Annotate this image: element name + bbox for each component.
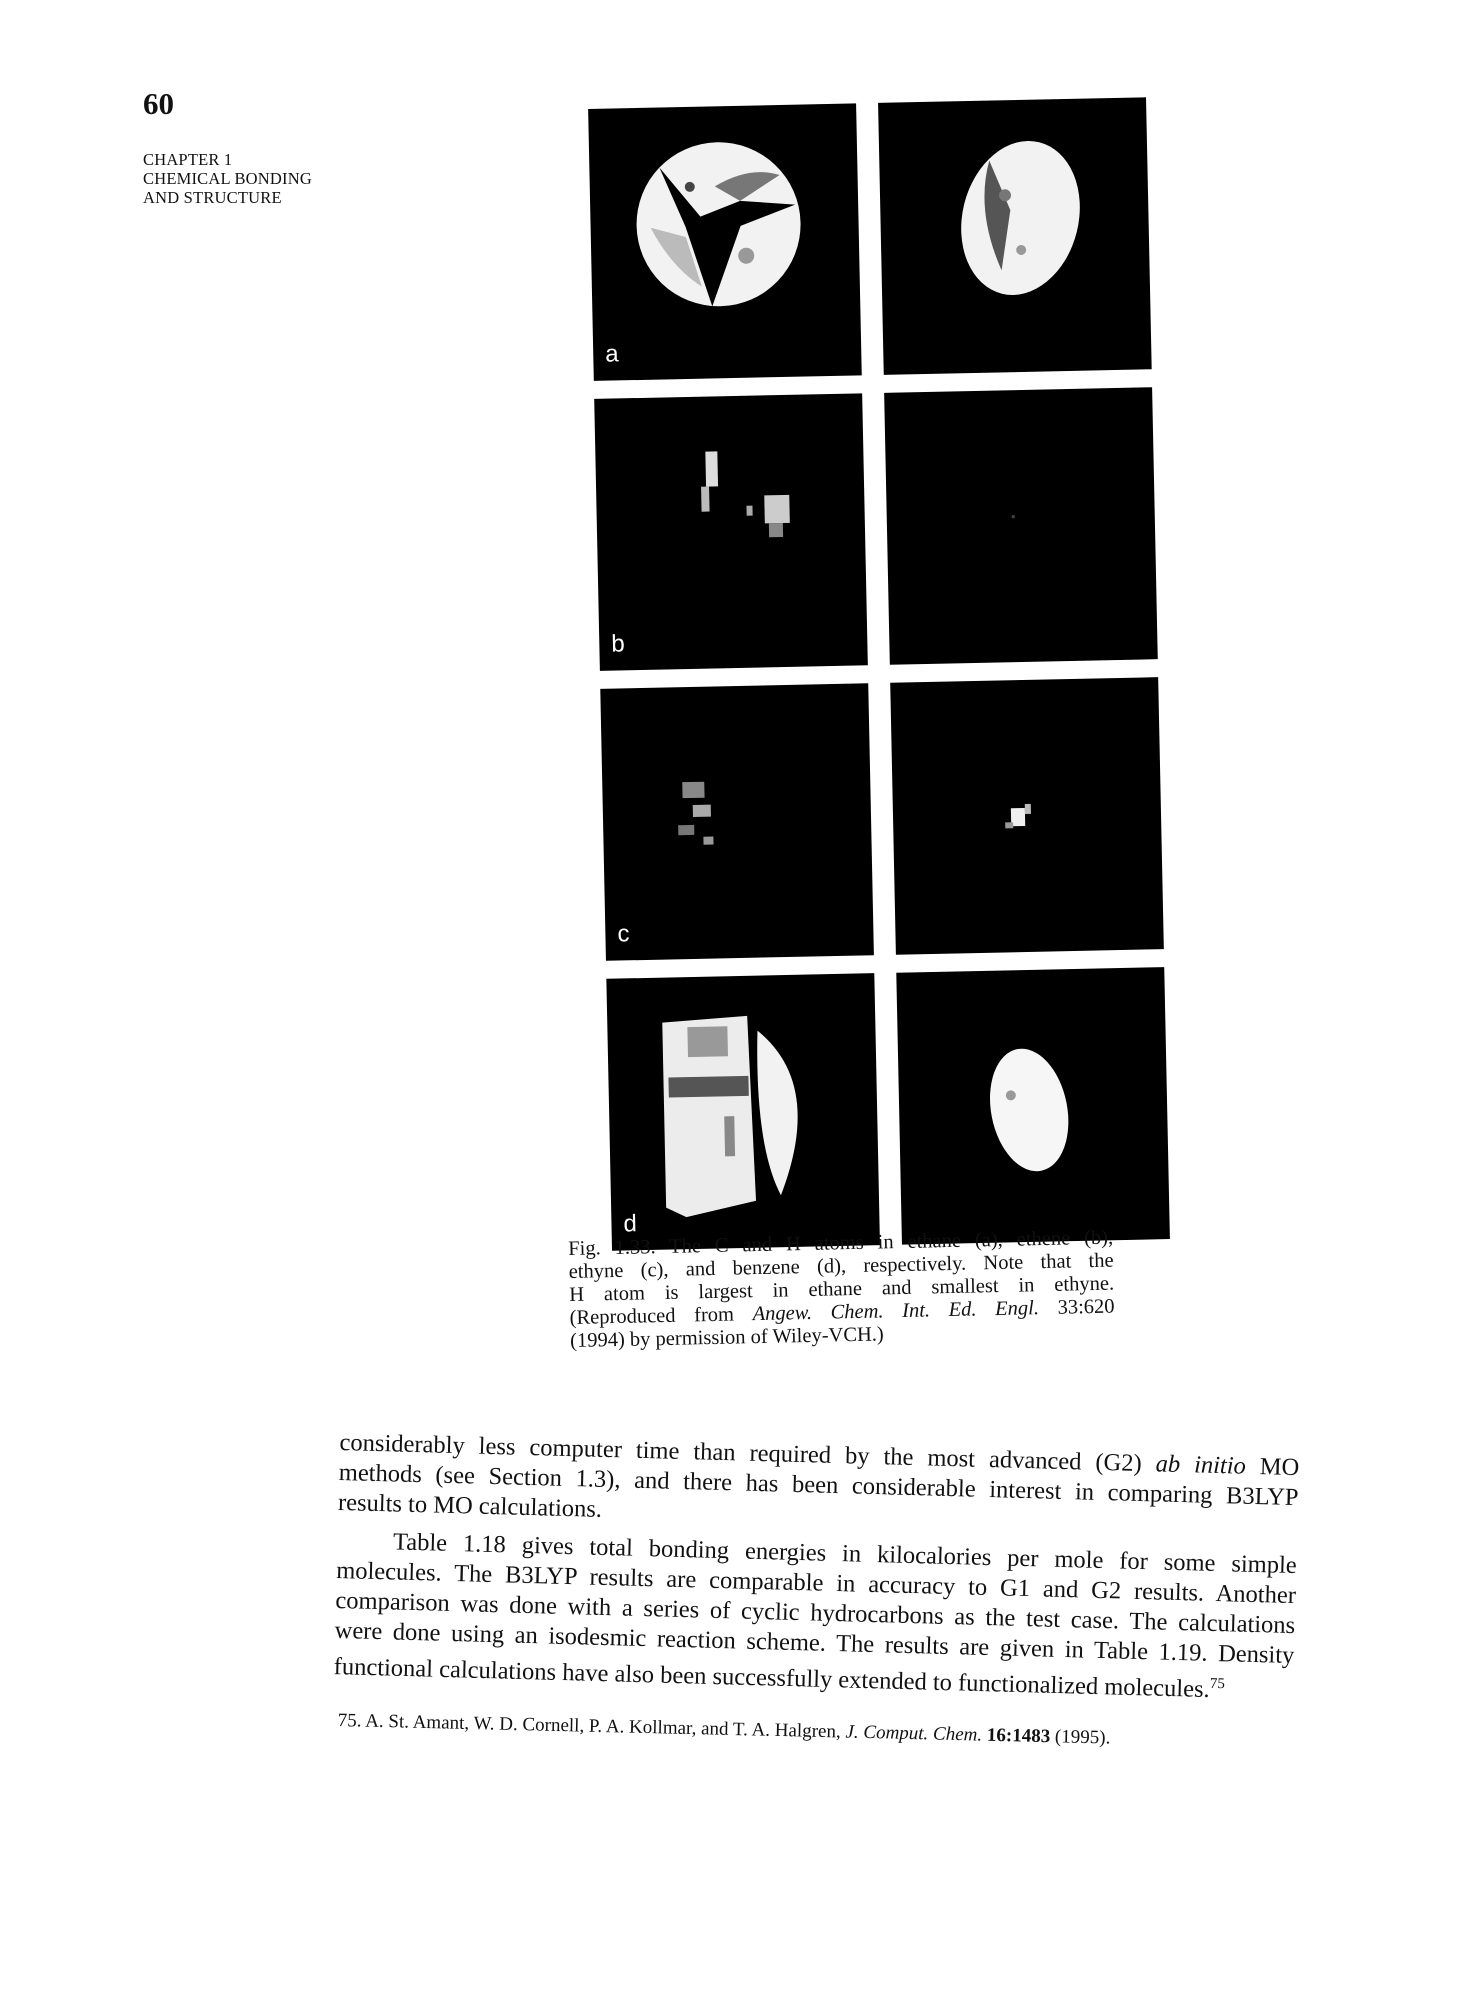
caption-text: 33:620 — [1038, 1295, 1115, 1320]
ethyne-hydrogen-image — [1005, 803, 1031, 829]
running-head: CHAPTER 1 CHEMICAL BONDING AND STRUCTURE — [143, 150, 312, 207]
page-number: 60 — [143, 86, 174, 121]
footnote-ref: 75 — [1209, 1675, 1226, 1693]
panel-c-carbon: c — [600, 683, 874, 961]
running-head-line: CHEMICAL BONDING — [143, 169, 312, 188]
body-text: considerably less computer time than req… — [333, 1428, 1299, 1707]
ethyne-carbon-image — [678, 781, 714, 845]
panel-b-carbon: b — [594, 393, 868, 671]
caption-text: (Reproduced from — [569, 1303, 753, 1329]
running-head-line: AND STRUCTURE — [143, 188, 282, 207]
benzene-hydrogen-image — [990, 1048, 1069, 1172]
panel-d-hydrogen — [896, 967, 1170, 1245]
ethane-carbon-image — [636, 142, 801, 307]
figure-caption: Fig. 1.33. The C and H atoms in ethane (… — [568, 1227, 1115, 1353]
body-text-span: MO — [1245, 1452, 1300, 1482]
footnote-journal: J. Comput. Chem. — [845, 1721, 983, 1746]
panel-c-hydrogen — [890, 677, 1164, 955]
panel-d-carbon: d — [606, 973, 880, 1251]
panel-a-carbon: a — [588, 103, 862, 381]
panel-label: b — [611, 630, 625, 658]
journal-title: Angew. Chem. Int. Ed. Engl. — [752, 1297, 1040, 1326]
footnote-volume: 16:1483 — [981, 1724, 1051, 1748]
footnote-text: 75. A. St. Amant, W. D. Cornell, P. A. K… — [337, 1710, 846, 1743]
ethene-carbon-image — [701, 451, 790, 538]
ethane-hydrogen-image — [961, 140, 1080, 295]
body-italic: ab initio — [1155, 1450, 1247, 1480]
panel-b-hydrogen — [884, 387, 1158, 665]
benzene-carbon-image — [662, 1015, 798, 1218]
ethene-hydrogen-image — [1011, 515, 1015, 519]
panel-label: a — [604, 340, 619, 368]
panel-a-hydrogen — [878, 97, 1152, 375]
running-head-line: CHAPTER 1 — [143, 150, 233, 169]
footnote: 75. A. St. Amant, W. D. Cornell, P. A. K… — [338, 1710, 1258, 1753]
figure-1-33: a b c — [558, 97, 1202, 1251]
panel-label: d — [623, 1210, 638, 1238]
panel-label: c — [617, 920, 630, 948]
footnote-text: (1995). — [1049, 1726, 1111, 1749]
